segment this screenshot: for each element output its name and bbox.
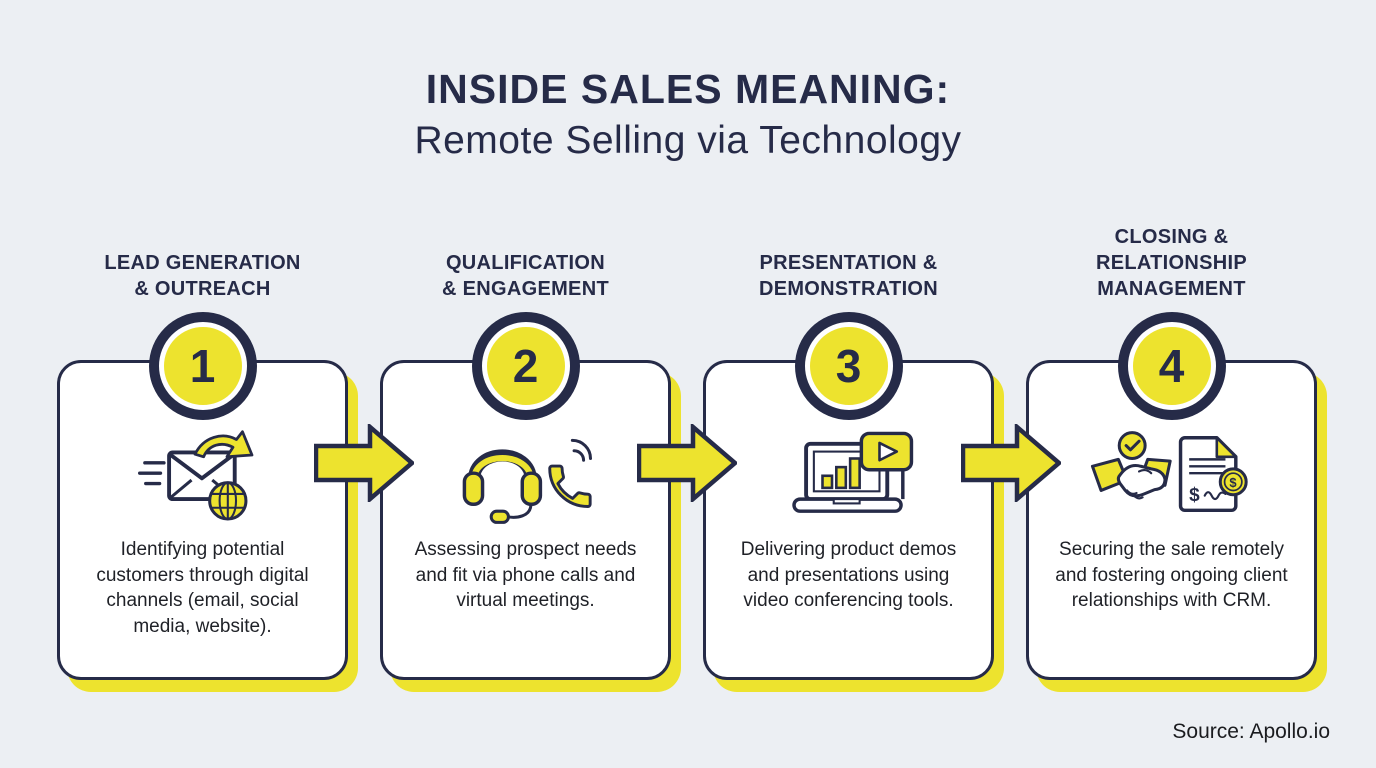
step-card: Delivering product demos and presentatio… xyxy=(703,360,994,680)
step-lead-generation: LEAD GENERATION & OUTREACH 1 xyxy=(57,218,348,680)
step-closing: CLOSING & RELATIONSHIP MANAGEMENT 4 xyxy=(1026,218,1317,680)
step-number-badge: 2 xyxy=(481,322,570,410)
headset-phone-icon xyxy=(448,427,603,527)
title-subtitle: Remote Selling via Technology xyxy=(414,119,962,162)
step-number: 3 xyxy=(835,340,862,392)
step-number-badge: 4 xyxy=(1127,322,1216,410)
arrow-right-icon xyxy=(314,424,414,502)
step-description: Assessing prospect needs and fit via pho… xyxy=(414,539,637,611)
step-heading: QUALIFICATION & ENGAGEMENT xyxy=(442,252,609,300)
laptop-presentation-icon xyxy=(775,427,922,527)
step-description: Delivering product demos and presentatio… xyxy=(740,539,957,611)
step-description: Identifying potential customers through … xyxy=(96,539,309,637)
step-heading: LEAD GENERATION & OUTREACH xyxy=(104,252,301,300)
step-number: 2 xyxy=(512,340,539,392)
step-heading: CLOSING & RELATIONSHIP MANAGEMENT xyxy=(1095,226,1247,300)
step-number-badge: 1 xyxy=(158,322,247,410)
step-number: 1 xyxy=(189,340,216,392)
step-presentation: PRESENTATION & DEMONSTRATION 3 xyxy=(703,218,994,680)
process-steps: LEAD GENERATION & OUTREACH 1 xyxy=(57,218,1317,680)
step-number-badge: 3 xyxy=(804,322,893,410)
step-heading: PRESENTATION & DEMONSTRATION xyxy=(758,252,939,300)
dollar-glyph: $ xyxy=(1190,484,1201,505)
step-card: $ $ Securing the sale remotely and foste… xyxy=(1026,360,1317,680)
step-card: Identifying potential customers through … xyxy=(57,360,348,680)
step-description: Securing the sale remotely and fostering… xyxy=(1055,539,1288,611)
step-card: Assessing prospect needs and fit via pho… xyxy=(380,360,671,680)
page-title: INSIDE SALES MEANING: Remote Selling via… xyxy=(0,66,1376,163)
step-qualification: QUALIFICATION & ENGAGEMENT 2 xyxy=(380,218,671,680)
title-main: INSIDE SALES MEANING: xyxy=(425,66,951,112)
handshake-contract-icon: $ $ xyxy=(1089,427,1253,527)
step-number: 4 xyxy=(1158,340,1185,392)
coin-dollar-glyph: $ xyxy=(1230,474,1238,489)
source-attribution: Source: Apollo.io xyxy=(1172,720,1330,743)
arrow-right-icon xyxy=(637,424,737,502)
email-outreach-icon xyxy=(137,427,268,527)
arrow-right-icon xyxy=(961,424,1061,502)
